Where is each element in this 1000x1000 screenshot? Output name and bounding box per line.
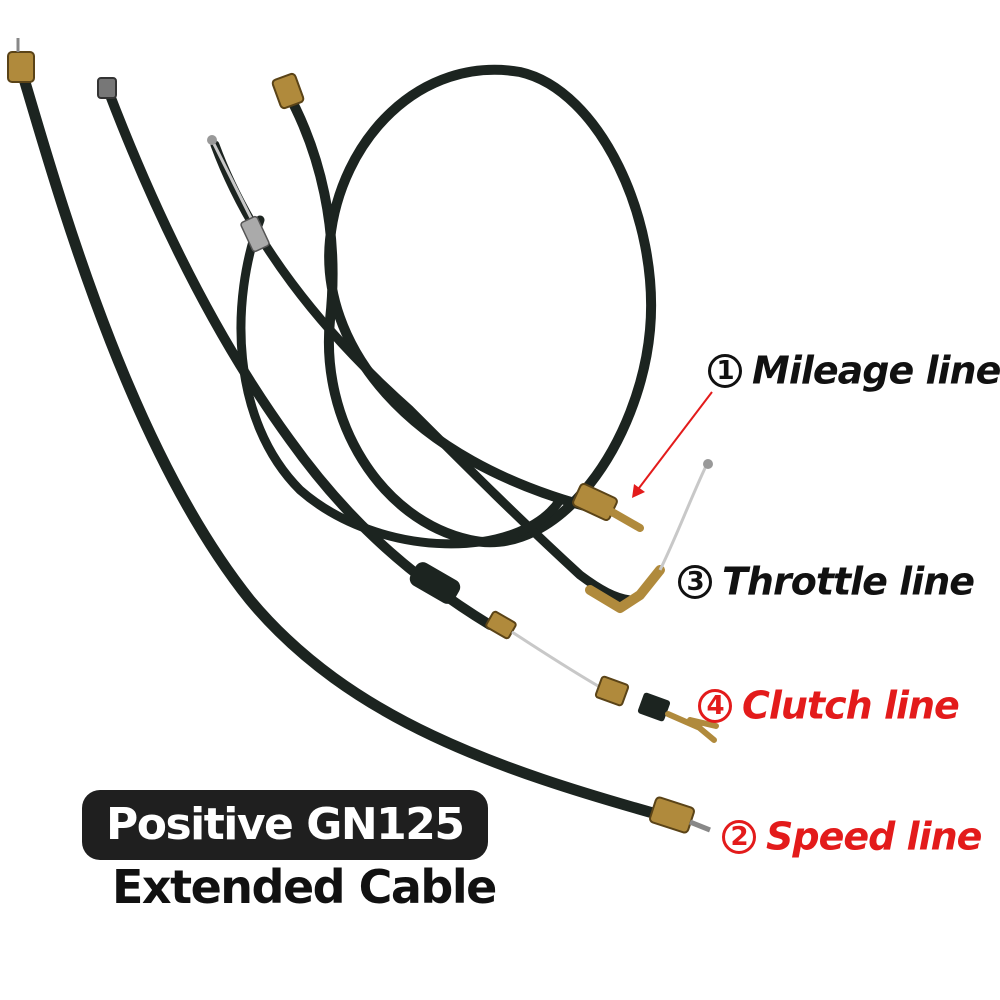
throttle-line-text: Throttle line: [722, 559, 975, 604]
product-subtitle: Extended Cable: [112, 860, 497, 914]
mileage-number-badge: 1: [708, 353, 742, 388]
speed-line-text: Speed line: [766, 814, 982, 859]
throttle-line-label: 3 Throttle line: [678, 557, 975, 604]
clutch-line-label: 4 Clutch line: [698, 681, 960, 728]
product-title-badge: Positive GN125: [82, 790, 488, 860]
throttle-cable: [207, 135, 713, 613]
clutch-number-badge: 4: [698, 688, 732, 723]
speed-line-label: 2 Speed line: [722, 812, 982, 859]
throttle-number-badge: 3: [678, 564, 712, 599]
mileage-line-label: 1 Mileage line: [708, 346, 1000, 393]
mileage-line-text: Mileage line: [752, 348, 1000, 393]
pointer-arrow: [632, 391, 713, 498]
speed-cable: [7, 38, 711, 834]
speed-number-badge: 2: [722, 819, 756, 854]
clutch-line-text: Clutch line: [742, 683, 960, 728]
clutch-cable: [97, 77, 719, 743]
mileage-cable: [271, 64, 657, 548]
